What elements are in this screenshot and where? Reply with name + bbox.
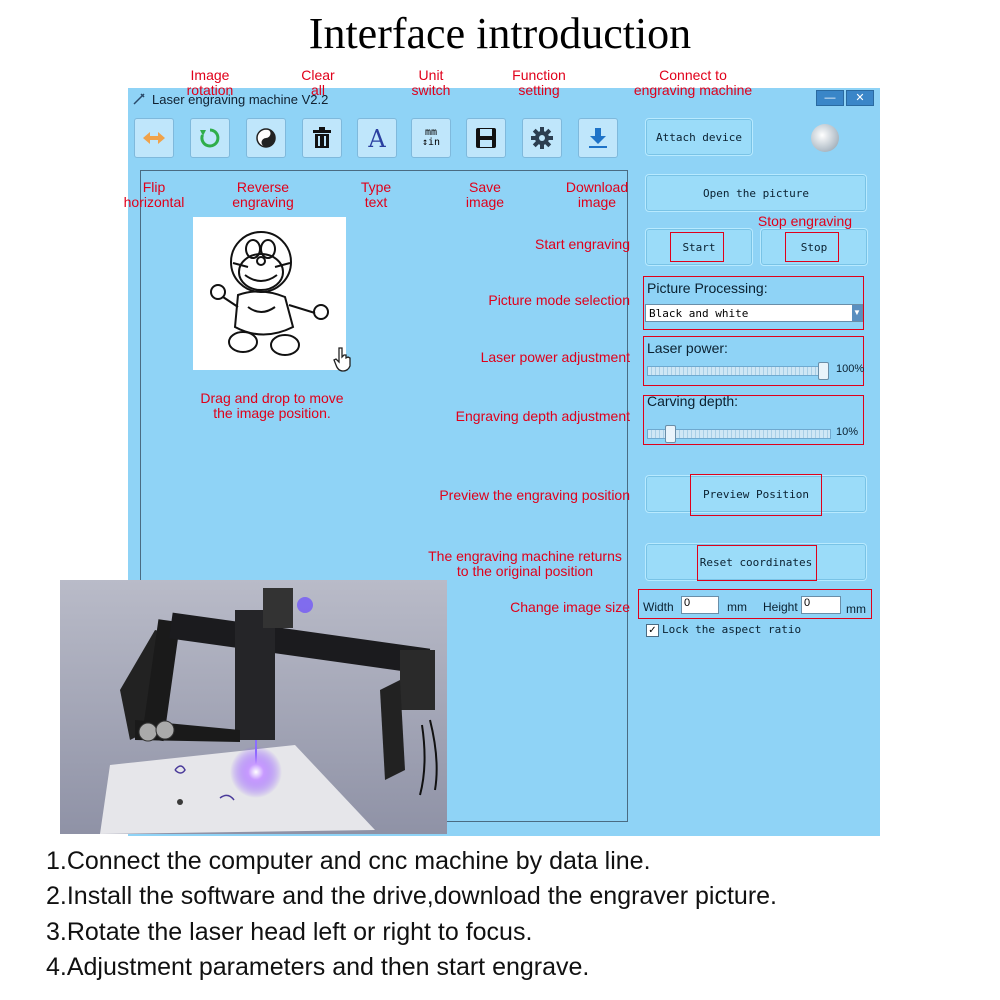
laser-engraver-photo xyxy=(60,580,447,834)
carving-depth-label: Carving depth: xyxy=(647,393,739,409)
carving-depth-highlight xyxy=(643,395,864,445)
unit-mm-label: mm xyxy=(424,127,438,138)
height-unit: mm xyxy=(846,602,866,616)
engraving-image[interactable] xyxy=(193,217,346,370)
laser-power-value: 100% xyxy=(836,363,865,375)
instruction-1: 1.Connect the computer and cnc machine b… xyxy=(46,847,651,875)
chevron-down-icon[interactable]: ▼ xyxy=(852,305,862,321)
image-size-highlight xyxy=(638,589,872,619)
unit-in-label: ↕in xyxy=(421,137,441,148)
close-button[interactable]: ✕ xyxy=(846,90,874,106)
lock-aspect-label: Lock the aspect ratio xyxy=(662,623,802,636)
lock-aspect-checkbox[interactable]: ✓ xyxy=(646,624,659,637)
hand-cursor-icon xyxy=(333,347,351,372)
download-icon xyxy=(589,128,607,148)
unit-switch-button[interactable]: mm ↕in xyxy=(411,118,451,158)
carving-depth-slider[interactable] xyxy=(647,429,831,439)
page-title: Interface introduction xyxy=(308,9,692,58)
svg-text:A: A xyxy=(367,125,386,151)
stop-highlight xyxy=(785,232,839,262)
type-text-button[interactable]: A xyxy=(357,118,397,158)
preview-highlight xyxy=(690,474,822,516)
picture-processing-highlight xyxy=(643,276,864,330)
annotation-image-size: Change image size xyxy=(510,599,630,615)
height-label: Height xyxy=(763,600,798,614)
instruction-3: 3.Rotate the laser head left or right to… xyxy=(46,918,533,946)
minimize-button[interactable]: — xyxy=(816,90,844,106)
stop-button[interactable]: Stop xyxy=(760,228,868,266)
instruction-2: 2.Install the software and the drive,dow… xyxy=(46,882,777,910)
laser-power-slider[interactable] xyxy=(647,366,827,376)
preview-position-label: Preview Position xyxy=(703,487,809,501)
annotation-start-engraving: Start engraving xyxy=(535,236,630,252)
app-logo-icon xyxy=(133,93,145,105)
start-label: Start xyxy=(682,240,716,254)
width-label: Width xyxy=(643,600,674,614)
image-rotation-button[interactable] xyxy=(190,118,230,158)
connection-status-light xyxy=(811,124,839,152)
instruction-4: 4.Adjustment parameters and then start e… xyxy=(46,953,590,981)
unit-switch-icon: mm ↕in xyxy=(422,128,440,148)
start-highlight xyxy=(670,232,724,262)
open-picture-button[interactable]: Open the picture xyxy=(645,174,867,212)
annotation-depth-adjustment: Engraving depth adjustment xyxy=(455,408,630,424)
stop-label: Stop xyxy=(800,240,828,254)
picture-processing-label: Picture Processing: xyxy=(647,280,768,296)
annotation-stop-engraving: Stop engraving xyxy=(757,213,853,229)
annotation-power-adjustment: Laser power adjustment xyxy=(480,349,630,365)
picture-mode-value: Black and white xyxy=(649,307,749,320)
window-title: Laser engraving machine V2.2 xyxy=(152,92,329,107)
reverse-engraving-button[interactable] xyxy=(246,118,286,158)
laser-power-slider-thumb[interactable] xyxy=(818,362,829,380)
save-image-button[interactable] xyxy=(466,118,506,158)
attach-device-button[interactable]: Attach device xyxy=(645,118,753,156)
text-icon: A xyxy=(367,125,386,151)
trash-icon xyxy=(313,127,331,148)
preview-position-button[interactable]: Preview Position xyxy=(645,475,867,513)
cartoon-drawing xyxy=(210,231,329,356)
carving-depth-value: 10% xyxy=(836,426,859,438)
reset-highlight xyxy=(697,545,817,581)
flip-horizontal-button[interactable] xyxy=(134,118,174,158)
laser-power-highlight xyxy=(643,336,864,386)
height-value: 0 xyxy=(804,597,811,609)
clear-all-button[interactable] xyxy=(302,118,342,158)
carving-depth-slider-thumb[interactable] xyxy=(665,425,676,443)
width-value: 0 xyxy=(684,597,691,609)
download-image-button[interactable] xyxy=(578,118,618,158)
function-setting-button[interactable] xyxy=(522,118,562,158)
save-icon xyxy=(476,128,496,148)
picture-mode-select[interactable]: Black and white xyxy=(645,304,863,322)
width-input[interactable]: 0 xyxy=(681,596,719,614)
rotate-icon xyxy=(200,128,220,148)
flip-horizontal-icon xyxy=(143,132,165,144)
gear-icon xyxy=(531,127,553,149)
reset-coordinates-label: Reset coordinates xyxy=(699,555,813,569)
annotation-preview: Preview the engraving position xyxy=(439,487,630,503)
reverse-engraving-icon xyxy=(256,128,276,148)
annotation-mode-selection: Picture mode selection xyxy=(488,292,630,308)
height-input[interactable]: 0 xyxy=(801,596,841,614)
width-unit: mm xyxy=(727,600,747,614)
laser-power-label: Laser power: xyxy=(647,340,728,356)
start-button[interactable]: Start xyxy=(645,228,753,266)
